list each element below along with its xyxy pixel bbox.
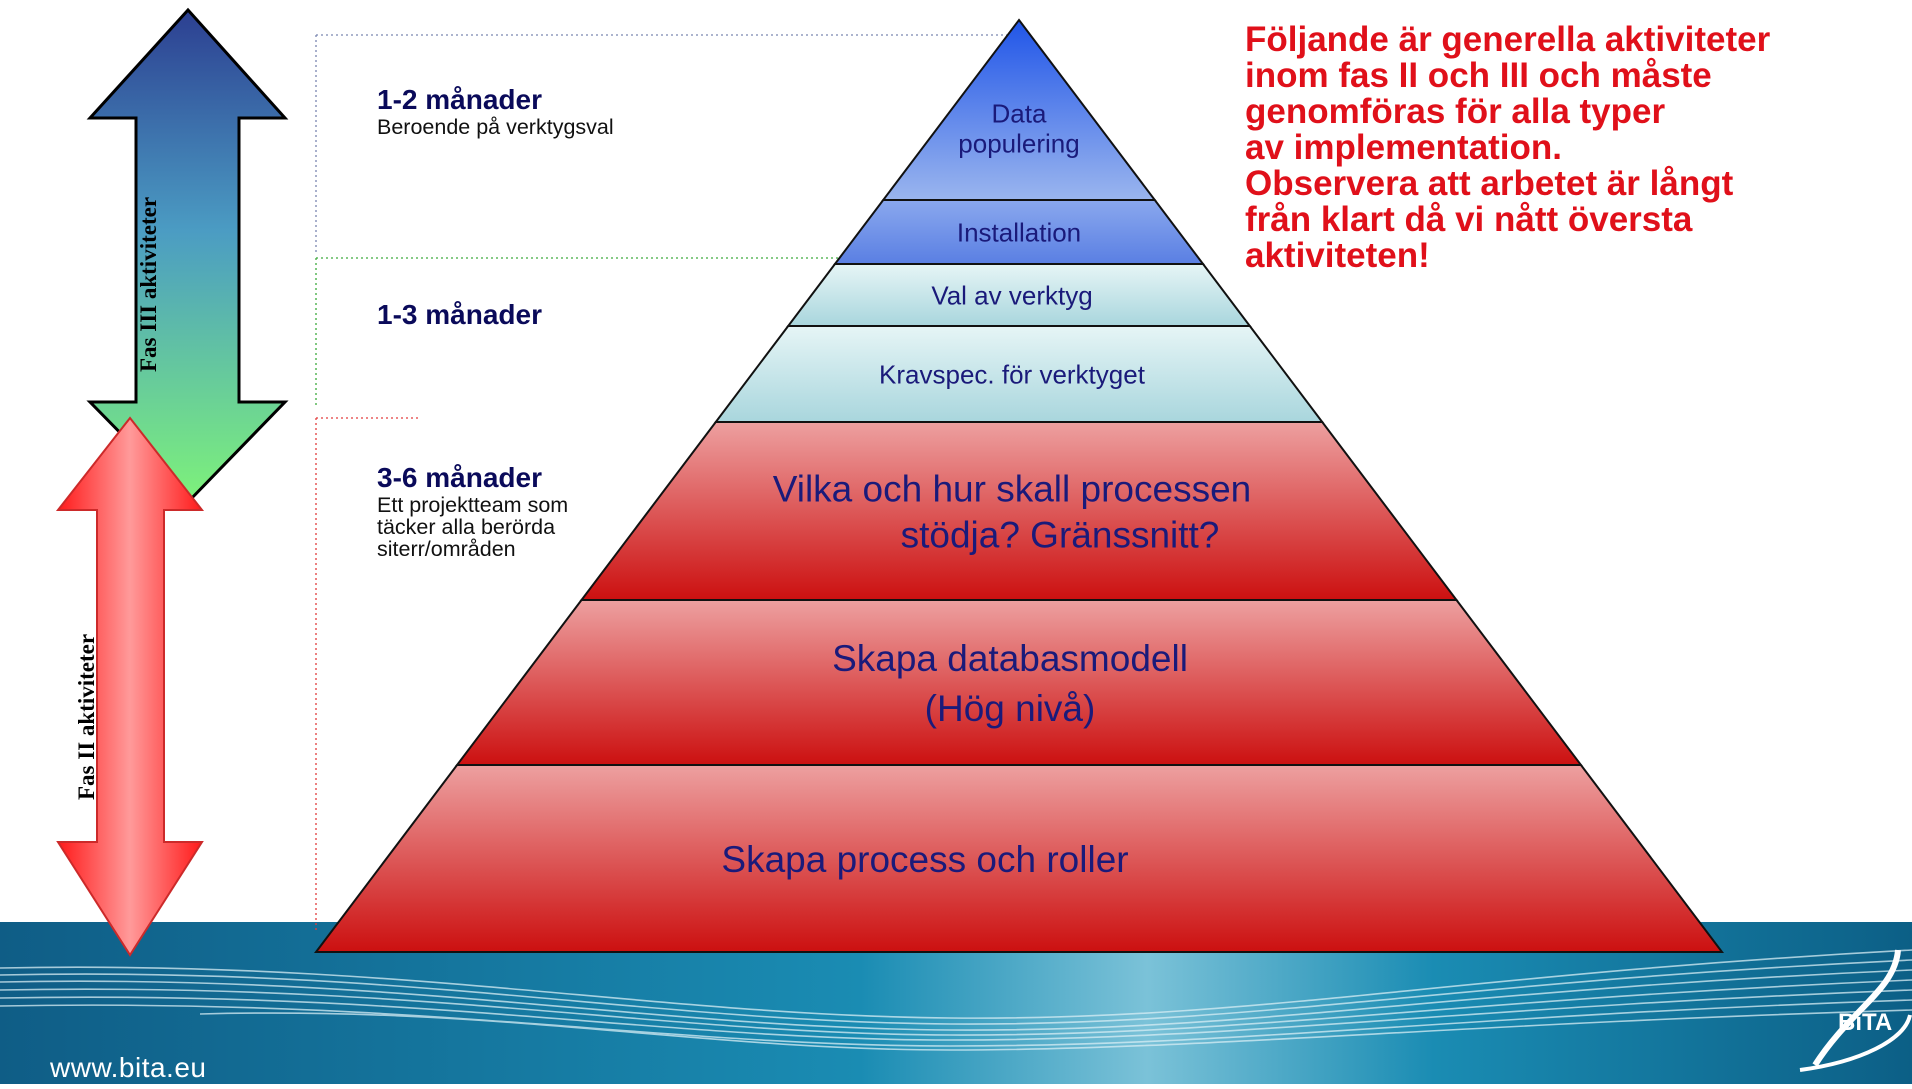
- pyramid-level-skapa-databasmodell: [455, 599, 1583, 766]
- pyramid-label-skapa-databasmodell: (Hög nivå): [925, 688, 1096, 729]
- bita-logo: BiTA: [1799, 949, 1912, 1072]
- bita-logo-swoosh: [1812, 949, 1901, 1067]
- note-line: av implementation.: [1245, 128, 1563, 167]
- pyramid-label-vilka-och-hur: Vilka och hur skall processen: [773, 468, 1252, 509]
- pyramid-label-installation: Installation: [957, 217, 1081, 247]
- duration-heading: 1-3 månader: [377, 299, 542, 330]
- footer-url[interactable]: www.bita.eu: [50, 1052, 207, 1083]
- duration-sub: Beroende på verktygsval: [377, 115, 614, 139]
- pyramid-label-skapa-process: Skapa process och roller: [721, 839, 1128, 880]
- note-line: Observera att arbetet är långt: [1245, 164, 1734, 203]
- fas2-label: Fas II aktiviteter: [74, 634, 99, 800]
- note-line: Följande är generella aktiviteter: [1245, 20, 1771, 59]
- duration-fas2: 3-6 månader Ett projektteam som täcker a…: [377, 462, 568, 560]
- wave-lines: [0, 949, 1912, 1051]
- bita-logo-text: BiTA: [1838, 1009, 1892, 1036]
- duration-sub: täcker alla berörda: [377, 515, 556, 539]
- fas3-label: Fas III aktiviteter: [136, 197, 161, 372]
- fas2-arrow: Fas II aktiviteter: [55, 416, 205, 957]
- duration-sub: siterr/områden: [377, 537, 516, 561]
- duration-fas3-mid: 1-3 månader: [377, 299, 542, 331]
- pyramid-label-skapa-databasmodell: Skapa databasmodell: [832, 638, 1188, 679]
- pyramid-label-kravspec: Kravspec. för verktyget: [879, 359, 1146, 389]
- guide-lines: [315, 34, 1012, 930]
- note-line: från klart då vi nått översta: [1245, 200, 1693, 239]
- pyramid-label-val-av-verktyg: Val av verktyg: [931, 280, 1092, 310]
- note-line: inom fas II och III och måste: [1245, 56, 1712, 95]
- duration-sub: Ett projektteam som: [377, 493, 569, 517]
- pyramid-label-data-populering: populering: [958, 128, 1079, 158]
- pyramid-label-vilka-och-hur: stödja? Gränssnitt?: [901, 514, 1220, 555]
- duration-fas3-top: 1-2 månader Beroende på verktygsval: [377, 84, 614, 138]
- pyramid-level-vilka-och-hur: [579, 421, 1459, 601]
- info-note: Följande är generella aktiviteter inom f…: [1245, 22, 1905, 274]
- duration-heading: 1-2 månader: [377, 84, 542, 115]
- note-line: genomföras för alla typer: [1245, 92, 1666, 131]
- duration-heading: 3-6 månader: [377, 462, 542, 493]
- pyramid-level-skapa-process: [313, 764, 1725, 953]
- pyramid-label-data-populering: Data: [992, 98, 1047, 128]
- fas3-arrow: Fas III aktiviteter: [86, 7, 289, 505]
- note-line: aktiviteten!: [1245, 236, 1430, 275]
